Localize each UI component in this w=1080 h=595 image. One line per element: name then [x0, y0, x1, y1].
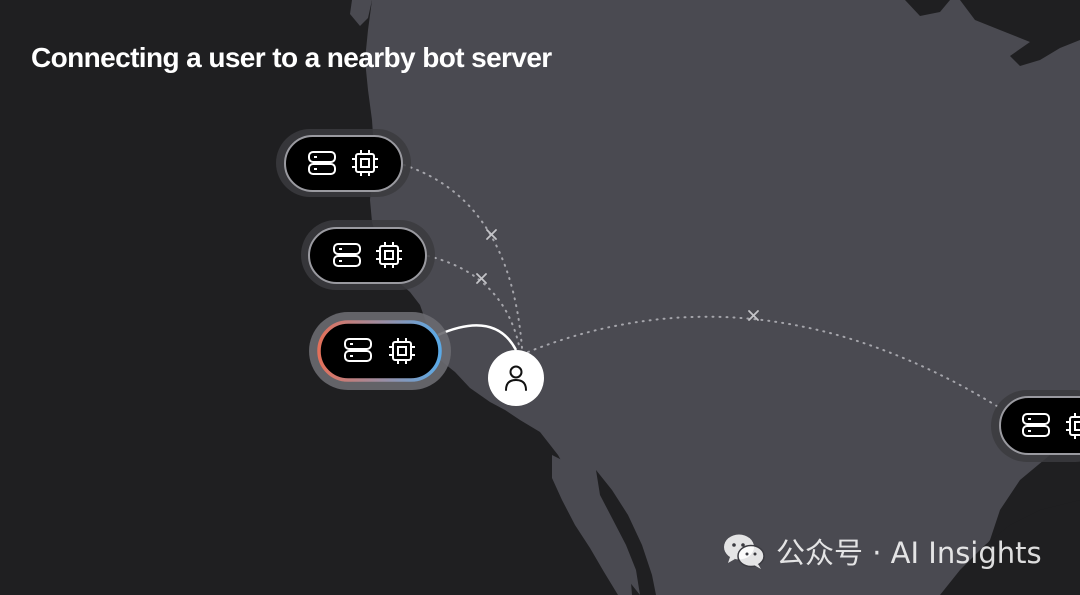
server-node-selected[interactable]	[309, 312, 451, 390]
user-node[interactable]	[488, 350, 544, 406]
gulf-of-california	[596, 470, 656, 595]
rejected-x-icon	[486, 229, 497, 240]
northern-lakes	[960, 0, 1080, 66]
northern-island	[905, 0, 950, 16]
rejected-x-icon	[476, 273, 487, 284]
unselected-links	[403, 164, 1001, 409]
link-to-server-4	[527, 315, 1001, 409]
baja-peninsula	[552, 455, 632, 595]
watermark-text: 公众号 · AI Insights	[776, 536, 1042, 570]
rejected-markers	[476, 229, 759, 321]
watermark: 公众号 · AI Insights	[722, 530, 1042, 572]
server-node-2[interactable]	[301, 220, 435, 290]
server-node-4[interactable]	[991, 390, 1080, 462]
server-node-1[interactable]	[276, 129, 411, 197]
land-mass	[365, 0, 1080, 595]
gulf-of-mexico	[940, 500, 1080, 595]
diagram-title: Connecting a user to a nearby bot server	[31, 42, 552, 73]
active-link	[437, 324, 518, 351]
wechat-logo-icon	[724, 534, 765, 569]
link-to-server-2	[427, 255, 521, 351]
rejected-x-icon	[748, 310, 759, 321]
user-icon	[505, 365, 527, 391]
link-to-server-1	[403, 164, 523, 349]
vancouver-island	[350, 0, 372, 26]
